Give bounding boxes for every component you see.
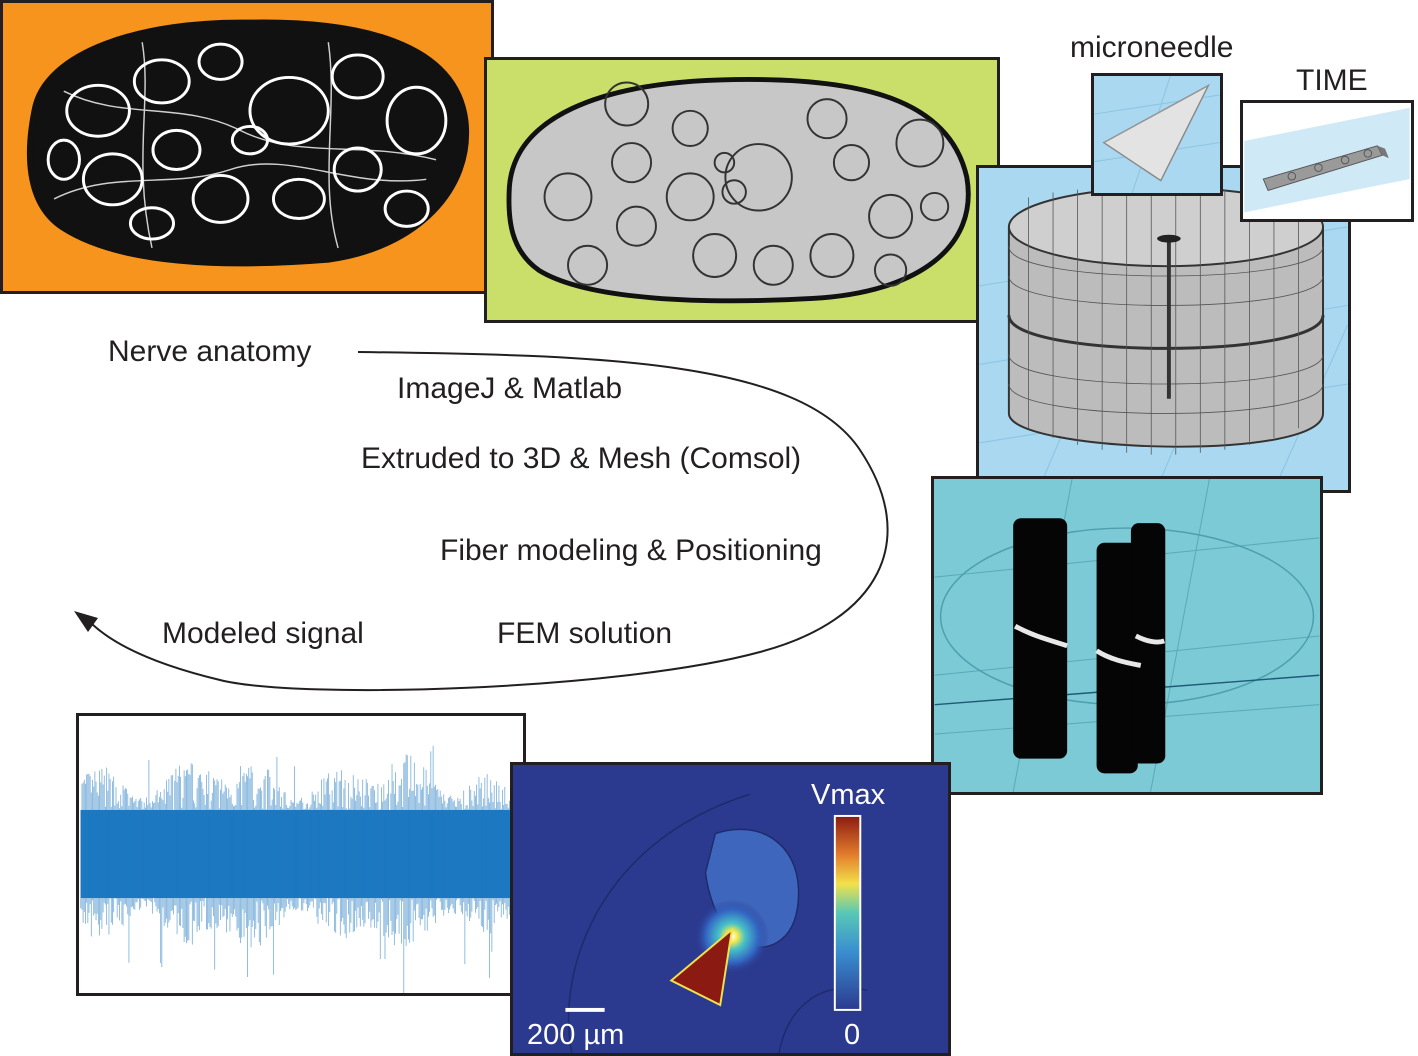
signal-core-band	[80, 809, 522, 899]
scale-bar-label: 200 µm	[527, 1019, 625, 1051]
arrow-head-icon	[74, 611, 98, 632]
fiber-positioning-image	[934, 479, 1320, 792]
fem-field-image	[565, 793, 868, 1053]
fem-solution-panel: Vmax 0 200 µm	[510, 762, 951, 1056]
segmented-outline-image	[506, 77, 971, 304]
segmented-outline-panel	[484, 57, 1000, 323]
step-nerve-anatomy: Nerve anatomy	[108, 335, 312, 368]
fiber-positioning-panel	[931, 476, 1323, 795]
step-fem-solution: FEM solution	[497, 617, 673, 650]
microneedle-shape	[1094, 76, 1220, 193]
electrode-label-time: TIME	[1296, 64, 1368, 97]
step-modeled-signal: Modeled signal	[162, 617, 364, 650]
step-extruded-mesh: Extruded to 3D & Mesh (Comsol)	[361, 442, 802, 475]
time-electrode-inset	[1240, 100, 1414, 222]
microneedle-inset	[1091, 73, 1223, 196]
step-fiber-modeling: Fiber modeling & Positioning	[440, 534, 822, 567]
step-imagej-matlab: ImageJ & Matlab	[397, 372, 623, 405]
modeled-signal-panel	[76, 713, 526, 996]
nerve-anatomy-image	[26, 19, 470, 267]
electrode-label-microneedle: microneedle	[1070, 31, 1234, 64]
signal-trace	[80, 745, 522, 993]
time-electrode-shape	[1244, 107, 1410, 213]
colorbar-min-label: 0	[844, 1019, 861, 1051]
colorbar-max-label: Vmax	[811, 779, 886, 811]
signal-spikes	[80, 745, 522, 993]
nerve-anatomy-panel	[0, 0, 494, 294]
